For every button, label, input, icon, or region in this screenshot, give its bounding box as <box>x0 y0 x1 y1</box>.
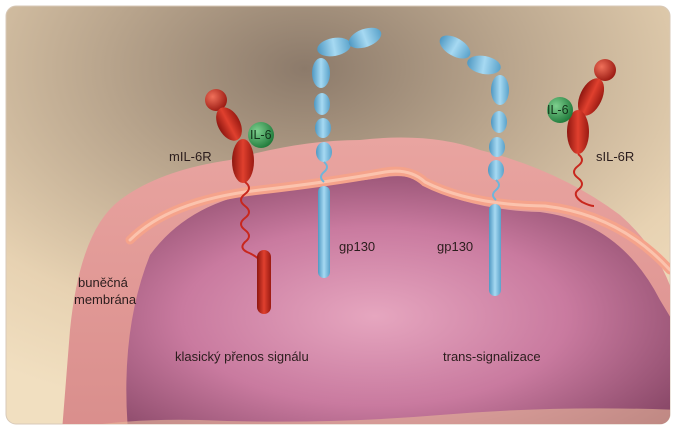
membrane-label-line2: membrána <box>74 292 137 307</box>
sil6r-label: sIL-6R <box>596 149 635 164</box>
mil6r-receptor <box>205 89 271 314</box>
il6-label-left: IL-6 <box>250 128 272 142</box>
il6-label-right: IL-6 <box>547 103 569 117</box>
mil6r-label: mIL-6R <box>169 149 212 164</box>
gp130-left <box>312 27 382 278</box>
il6-ligand-left <box>248 122 274 148</box>
trans-signaling-label: trans-signalizace <box>443 349 541 364</box>
membrane-label-line1: buněčná <box>78 275 128 290</box>
gp130-left-label: gp130 <box>339 239 376 254</box>
gp130-right-label: gp130 <box>437 239 474 254</box>
cytoplasm <box>126 176 670 424</box>
gp130-right <box>439 35 509 296</box>
classic-signaling-label: klasický přenos signálu <box>175 349 309 364</box>
il6-ligand-right <box>547 97 573 123</box>
sil6r-receptor <box>567 59 616 207</box>
